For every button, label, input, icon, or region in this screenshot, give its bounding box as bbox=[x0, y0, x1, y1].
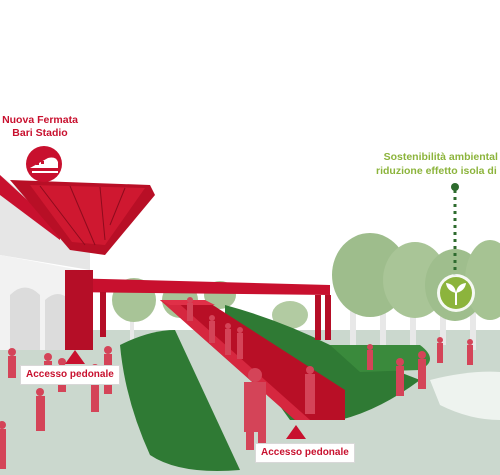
station-title-line2: Bari Stadio bbox=[12, 127, 68, 139]
sustainability-label: Sostenibilità ambiental riduzione effett… bbox=[376, 150, 500, 178]
sustainability-line2: riduzione effetto isola di c bbox=[376, 165, 500, 177]
station-title-line1: Nuova Fermata bbox=[2, 114, 78, 126]
station-title: Nuova Fermata Bari Stadio bbox=[0, 114, 80, 140]
viaduct-structure bbox=[0, 175, 90, 350]
access-marker-2 bbox=[286, 425, 306, 439]
access-label-1: Accesso pedonale bbox=[20, 365, 120, 385]
leader-dot bbox=[451, 183, 459, 191]
red-walkway bbox=[65, 270, 345, 420]
access-label-2: Accesso pedonale bbox=[255, 443, 355, 463]
train-icon bbox=[26, 146, 62, 182]
leaf-sprout-icon bbox=[437, 274, 475, 312]
access-marker-1 bbox=[65, 350, 85, 364]
plaza-light bbox=[430, 371, 500, 420]
lawn-far bbox=[330, 345, 430, 372]
red-canopy bbox=[10, 180, 155, 255]
sustainability-line1: Sostenibilità ambiental bbox=[383, 151, 498, 163]
lawn-left bbox=[120, 330, 240, 471]
